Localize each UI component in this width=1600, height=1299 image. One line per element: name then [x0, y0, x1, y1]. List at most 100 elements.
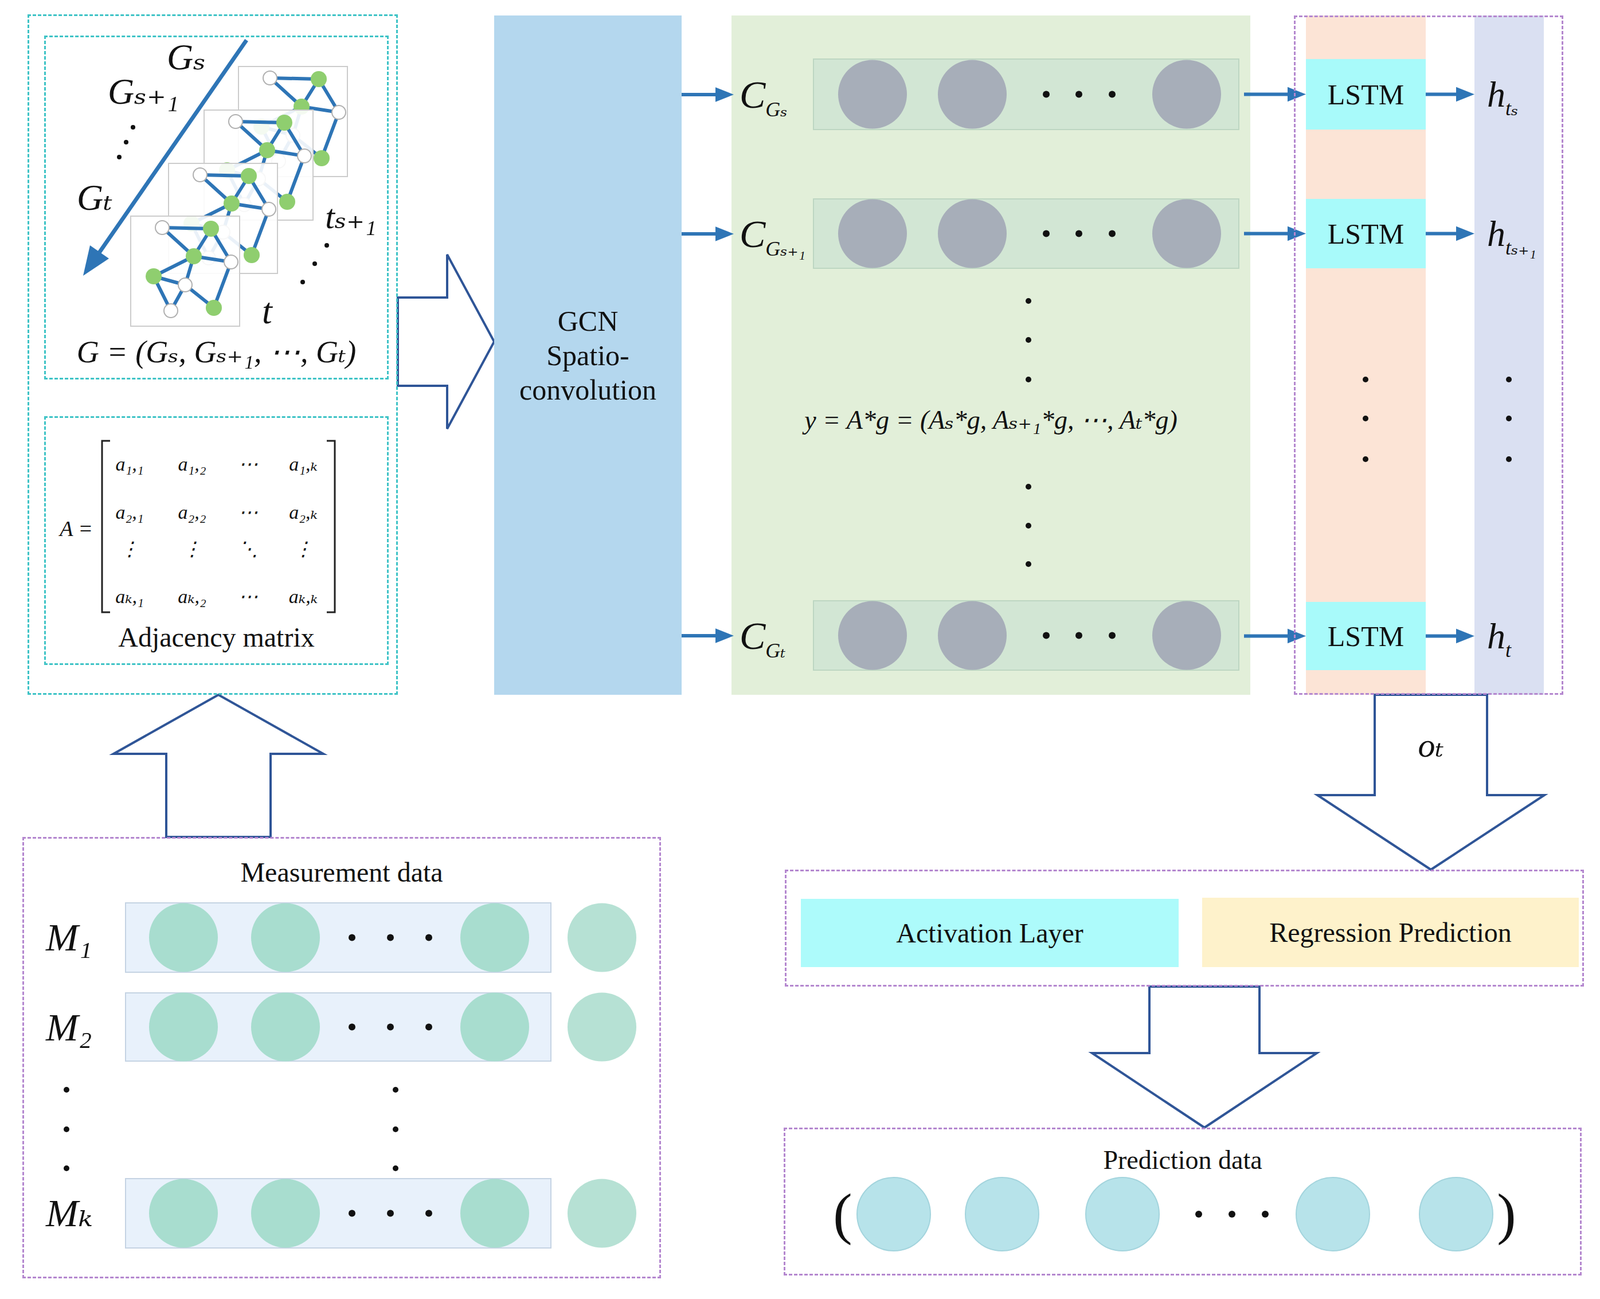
- text-slot: LSTM: [1327, 216, 1404, 252]
- block-label: GCN Spatio- convolution: [519, 303, 657, 408]
- math-heading: C: [739, 72, 766, 117]
- measurement-box: Measurement dataM₁ M₂ Mₖ: [22, 836, 661, 1279]
- math-heading: Gₜ: [765, 639, 786, 663]
- matrix-cell: a₁,ₖ: [288, 454, 318, 475]
- text-slot: Measurement data: [24, 855, 660, 890]
- matrix-cell: ⋯: [238, 454, 258, 475]
- text-slot: CGₛ₊₁: [739, 214, 806, 254]
- cell-label: LSTM: [1327, 216, 1404, 252]
- arrow-connector: [1425, 232, 1463, 236]
- ellipsis-dot: [312, 261, 318, 266]
- text-slot: Mₖ: [45, 1193, 93, 1233]
- text-slot: Adjacency matrix: [45, 620, 387, 655]
- dashed-panel: G = (Gₛ, Gₛ₊₁, ⋯, Gₜ) Adjacency matrix: [27, 14, 398, 695]
- cell-label: LSTM: [1327, 77, 1404, 112]
- matrix-cell: a₂,₂: [177, 502, 206, 523]
- matrix-cell: a₂,ₖ: [288, 502, 318, 523]
- feature-unit: [937, 601, 1007, 671]
- text-slot: Regression Prediction: [1269, 916, 1512, 950]
- ellipsis-dot: [425, 1023, 433, 1031]
- measurement-unit: [460, 1179, 530, 1249]
- formula: y = A*g = (Aₛ*g, Aₛ₊₁*g, ⋯, Aₜ*g): [804, 404, 1178, 436]
- measurement-unit: [149, 903, 218, 973]
- matrix-cell: a₁,₁: [115, 454, 144, 475]
- time-axis-arrowhead: [83, 245, 109, 276]
- box-label: Regression Prediction: [1269, 916, 1512, 950]
- ellipsis-dot: [392, 1126, 399, 1133]
- ellipsis-dot: [1025, 561, 1032, 567]
- ellipsis-dot: [1108, 230, 1116, 238]
- matrix-cell: aₖ,₁: [115, 587, 144, 607]
- text-slot: M₁: [45, 917, 92, 957]
- ellipsis-dot: [1195, 1210, 1203, 1218]
- measurement-band: [125, 992, 551, 1062]
- ellipsis-dot: [1075, 91, 1083, 99]
- ellipsis-dot: [386, 1210, 394, 1218]
- ellipsis-dot: [1025, 522, 1032, 529]
- measurement-row: M₂: [40, 990, 648, 1065]
- ellipsis-dot: [1025, 483, 1032, 490]
- graph-label: Gₜ: [76, 179, 113, 217]
- formula: G = (Gₛ, Gₛ₊₁, ⋯, Gₜ): [76, 333, 357, 371]
- feature-unit: [1152, 60, 1222, 129]
- text-slot: GCN Spatio- convolution: [519, 303, 657, 408]
- arrow-connector: [1425, 92, 1463, 97]
- measurement-unit: [460, 992, 530, 1062]
- lstm-cell: LSTM: [1305, 59, 1426, 130]
- matrix-cell: ⋯: [238, 502, 258, 523]
- measurement-unit: [567, 992, 637, 1062]
- graph-label: Gₛ: [166, 38, 206, 76]
- feature-band: [813, 198, 1239, 269]
- ellipsis-dot: [63, 1165, 70, 1172]
- measurement-unit: [460, 903, 530, 973]
- feature-unit: [838, 60, 907, 129]
- matrix-cell: aₖ,₂: [177, 587, 207, 607]
- ellipsis-dot: [1362, 456, 1369, 463]
- text-slot: M₂: [45, 1007, 92, 1047]
- text-slot: LSTM: [1327, 77, 1404, 112]
- math-heading: Gₛ: [765, 98, 788, 121]
- box-caption: Adjacency matrix: [118, 620, 315, 655]
- math-heading: C: [739, 613, 766, 658]
- math-heading: tₛ: [1505, 96, 1519, 120]
- math-heading: h: [1487, 213, 1506, 254]
- ellipsis-dots: [1195, 1210, 1269, 1218]
- measurement-row: M₁: [40, 900, 648, 975]
- measurement-band: [125, 1178, 551, 1249]
- matrix-cell: ⋮: [293, 539, 314, 559]
- ellipsis-dot: [1228, 1210, 1236, 1218]
- text-slot: CGₜ: [739, 616, 786, 656]
- matrix-cell: ⋱: [238, 539, 258, 559]
- lstm-cell: LSTM: [1305, 198, 1426, 269]
- feature-unit: [1152, 601, 1222, 671]
- ellipsis-dot: [392, 1086, 399, 1093]
- matrix-cell: a₁,₂: [177, 454, 206, 475]
- ellipsis-dot: [123, 139, 129, 145]
- ellipsis-dot: [386, 934, 394, 942]
- text-slot: LSTM: [1327, 619, 1404, 654]
- cell-label: LSTM: [1327, 619, 1404, 654]
- feature-row: CGₜ: [733, 598, 1244, 674]
- ellipsis-dot: [116, 154, 122, 160]
- box-caption: Prediction data: [1102, 1144, 1262, 1176]
- prediction-units: [857, 1177, 1493, 1251]
- box-label: Activation Layer: [896, 916, 1084, 950]
- edge-label: oₜ: [1414, 726, 1448, 764]
- ellipsis-dot: [1505, 376, 1512, 383]
- matrix-bracket: [102, 440, 111, 613]
- lstm-cell: LSTM: [1305, 601, 1426, 671]
- ellipsis-dots: [63, 934, 433, 1218]
- math-heading: t: [1505, 638, 1512, 662]
- ellipsis-dot: [1025, 376, 1032, 383]
- prediction-unit: [1296, 1177, 1370, 1251]
- prediction-unit: [1085, 1177, 1160, 1251]
- activation-box: Activation Layer: [800, 898, 1179, 968]
- feature-unit: [1152, 199, 1222, 269]
- graph-snapshot: [130, 216, 240, 327]
- matrix-cell: ⋯: [238, 587, 258, 607]
- text-slot: Activation Layer: [896, 916, 1084, 950]
- time-label: t: [261, 292, 273, 330]
- feature-unit: [838, 199, 907, 269]
- ellipsis-dot: [324, 243, 330, 248]
- ellipsis-dot: [1362, 376, 1369, 383]
